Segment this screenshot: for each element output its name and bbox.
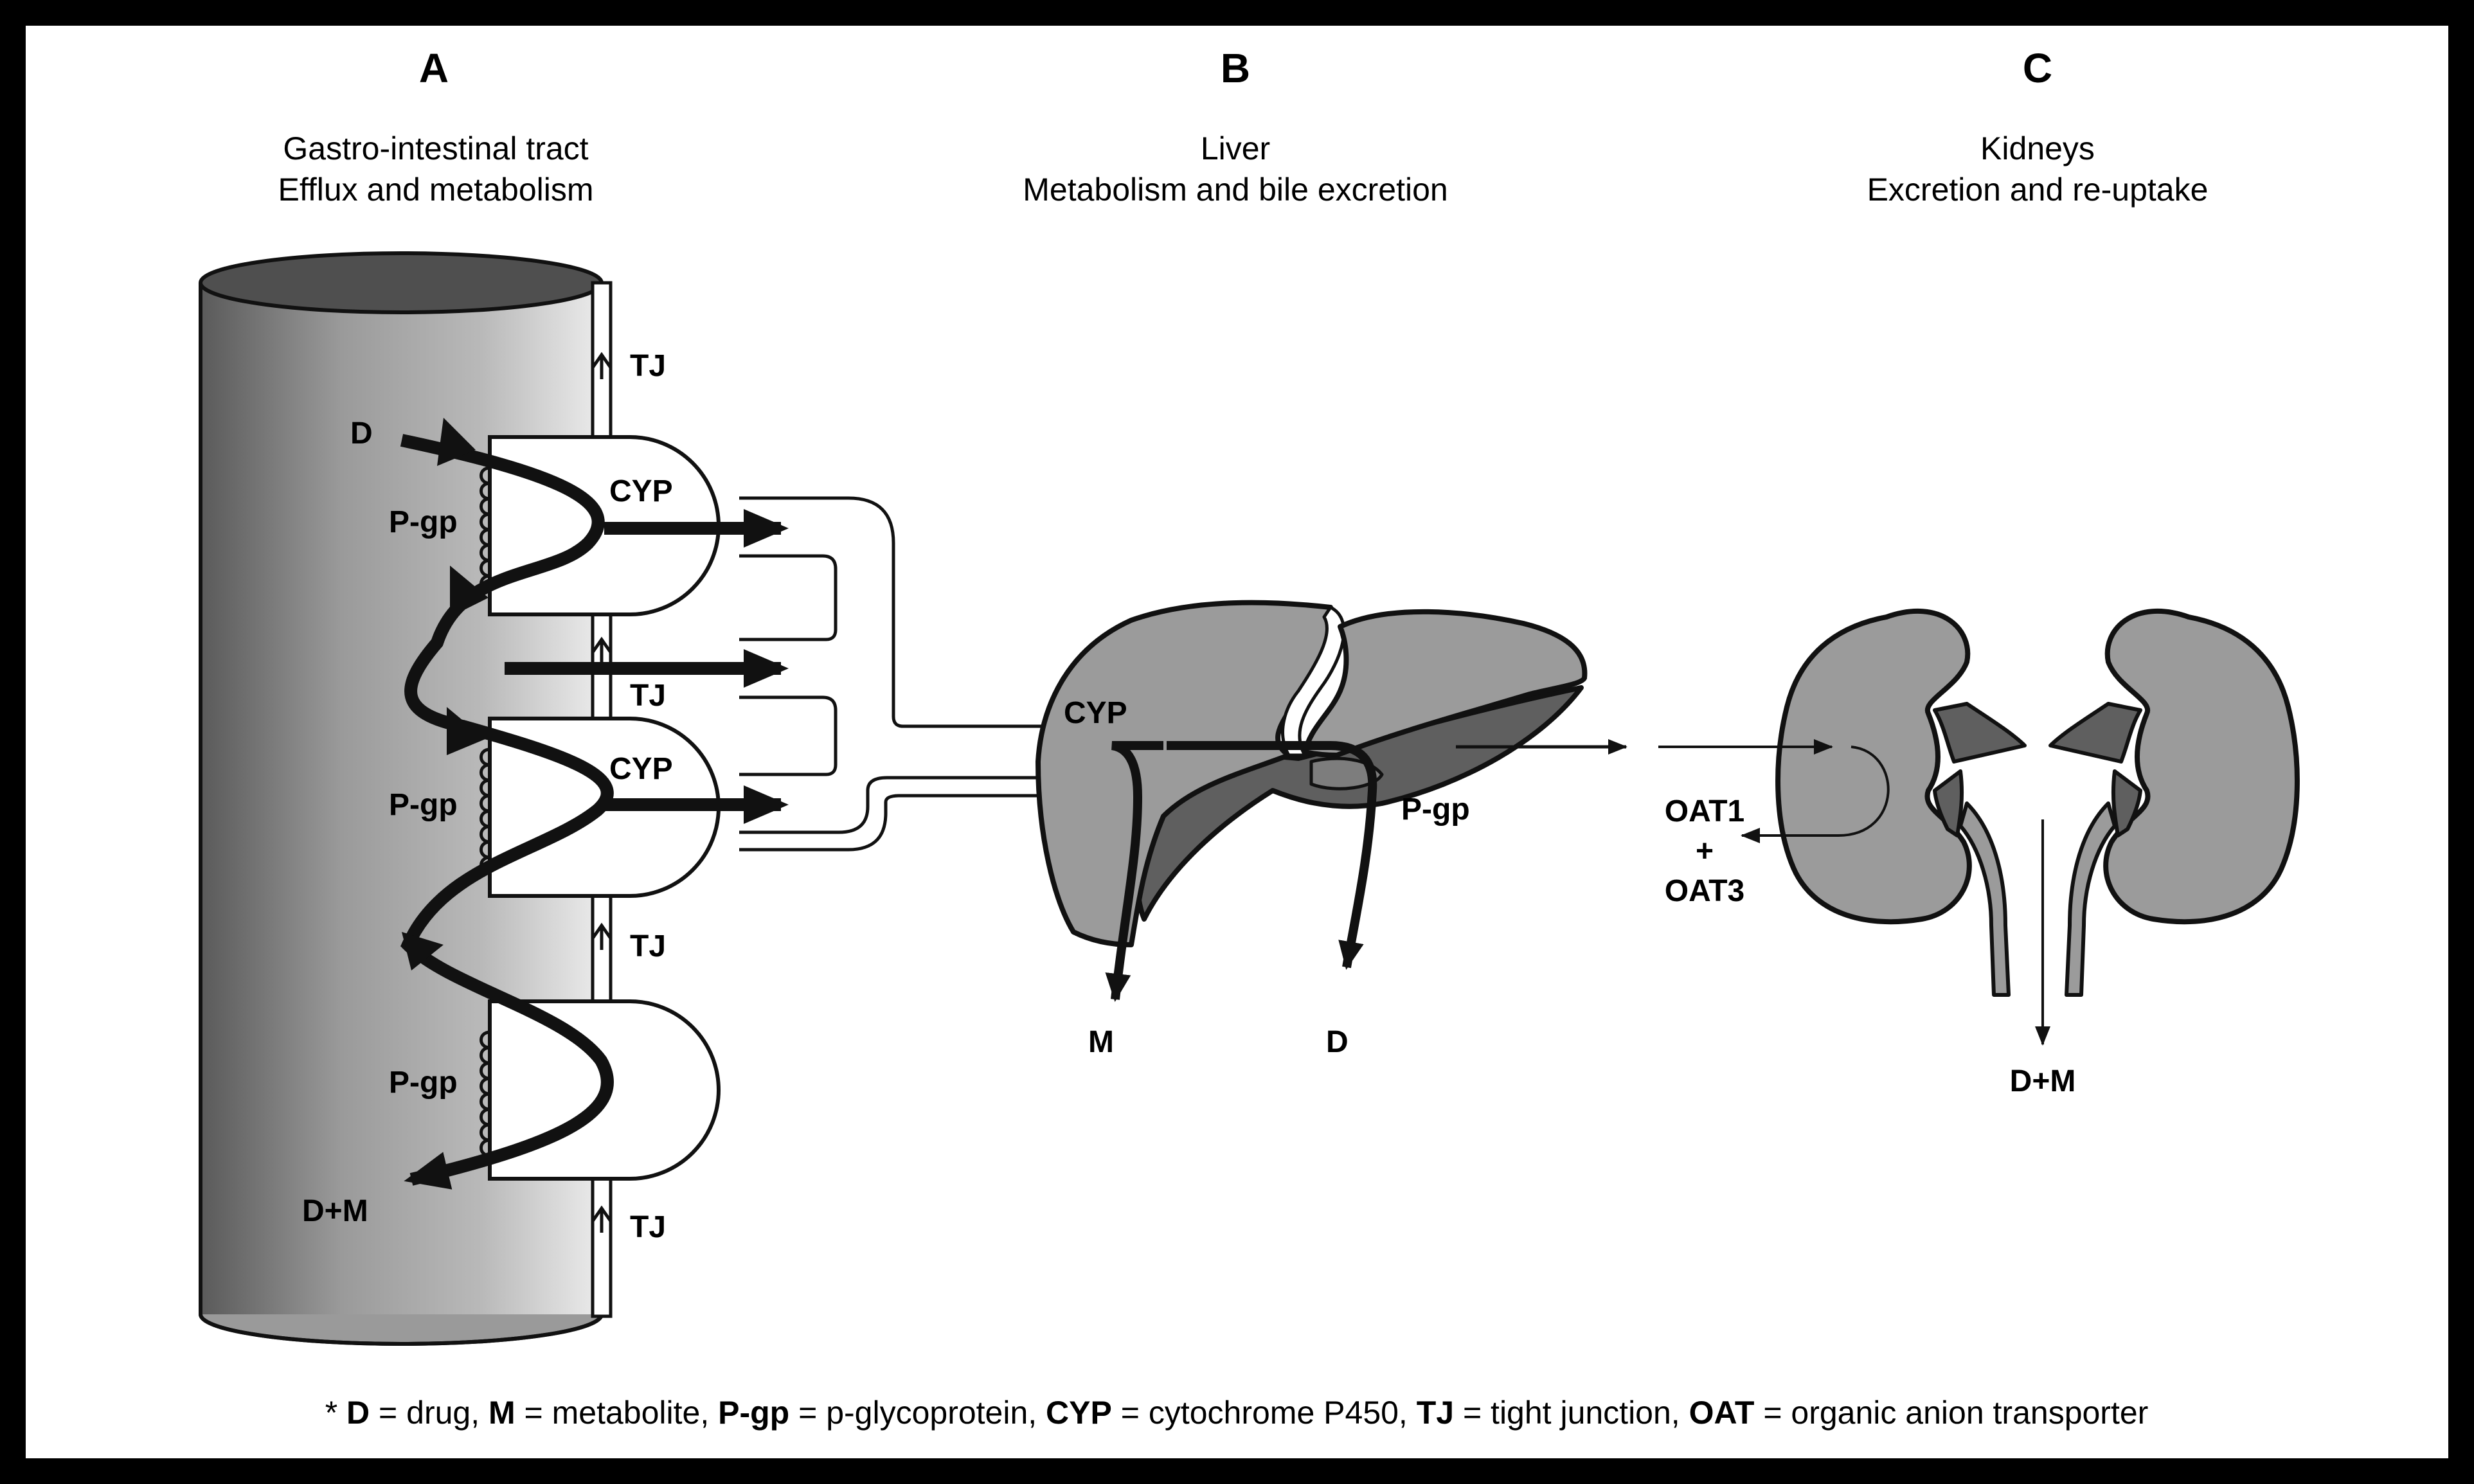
legend-segment: = tight junction, <box>1454 1395 1689 1431</box>
kidney-reuptake-arc <box>1741 746 1890 843</box>
gut-drug-label: D <box>350 416 373 451</box>
legend-segment: = drug, <box>370 1395 489 1431</box>
legend-segment: = cytochrome P450, <box>1112 1395 1417 1431</box>
panel-c-letter: C <box>2023 45 2052 91</box>
liver-organ <box>1035 600 1588 947</box>
gut-tj-label-2: TJ <box>630 679 666 713</box>
portal-vessels <box>739 496 1041 852</box>
legend-footnote: * D = drug, M = metabolite, P-gp = p-gly… <box>325 1395 2149 1431</box>
liver-metabolite-label: M <box>1088 1025 1114 1059</box>
liver-metabolite-arrow <box>1105 741 1163 1002</box>
gut-tj-label-1: TJ <box>630 349 666 383</box>
panel-b-subtitle: Metabolism and bile excretion <box>1023 172 1448 208</box>
left-kidney <box>1775 608 2027 997</box>
legend-segment: CYP <box>1046 1395 1112 1431</box>
legend-segment: OAT <box>1689 1395 1755 1431</box>
right-kidney <box>2048 608 2300 997</box>
gut-tj-label-4: TJ <box>630 1210 666 1244</box>
gut-pgp-label-2: P-gp <box>389 788 458 822</box>
legend-segment: = p-glycoprotein, <box>789 1395 1046 1431</box>
gut-dm-label: D+M <box>302 1194 368 1228</box>
liver-cyp-label: CYP <box>1064 696 1127 730</box>
panel-c-title: Kidneys <box>1980 130 2095 166</box>
kidney-dm-label: D+M <box>2010 1064 2076 1098</box>
drug-pathway-arrow <box>400 434 614 1190</box>
oat1-label: OAT1 <box>1665 794 1744 828</box>
legend-segment: M <box>489 1395 515 1431</box>
gut-cyp-label-1: CYP <box>609 474 673 508</box>
gut-pgp-label-3: P-gp <box>389 1066 458 1100</box>
liver-pgp-label: P-gp <box>1401 792 1470 827</box>
liver-drug-arrow <box>1167 741 1377 970</box>
gut-tj-label-3: TJ <box>630 929 666 963</box>
legend-segment: = metabolite, <box>515 1395 718 1431</box>
panel-a-title: Gastro-intestinal tract <box>283 130 588 166</box>
gut-cyp-label-2: CYP <box>609 752 673 786</box>
legend-segment: P-gp <box>718 1395 789 1431</box>
absorption-arrows <box>505 509 789 824</box>
tight-junction-marks <box>591 352 613 1233</box>
gut-pgp-label-1: P-gp <box>389 505 458 539</box>
legend-segment: * <box>325 1395 346 1431</box>
oat3-label: OAT3 <box>1665 874 1744 908</box>
liver-drug-label: D <box>1326 1025 1349 1059</box>
pgp-transporter-wiggles <box>480 466 490 1158</box>
legend-segment: = organic anion transporter <box>1754 1395 2148 1431</box>
legend-segment: D <box>346 1395 370 1431</box>
panel-a-subtitle: Efflux and metabolism <box>278 172 594 208</box>
panel-b-title: Liver <box>1201 130 1270 166</box>
panel-c-subtitle: Excretion and re-uptake <box>1867 172 2209 208</box>
pathway-chevrons <box>402 418 489 970</box>
panel-b-letter: B <box>1221 45 1250 91</box>
oat-plus-label: + <box>1696 834 1714 868</box>
legend-segment: TJ <box>1417 1395 1454 1431</box>
panel-a-letter: A <box>419 45 449 91</box>
